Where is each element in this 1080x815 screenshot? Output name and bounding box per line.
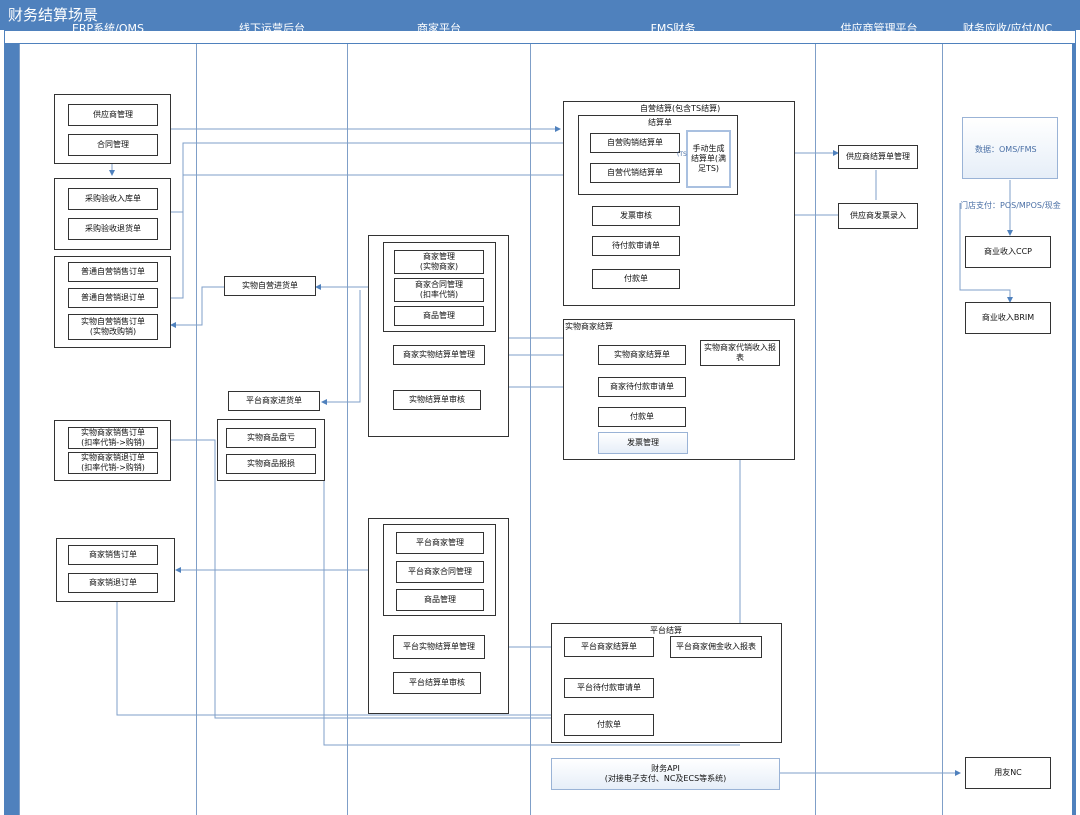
finance-api-node[interactable]: 财务API (对接电子支付、NC及ECS等系统) — [551, 758, 780, 790]
platform-settle-review-node[interactable]: 平台结算单审核 — [393, 672, 481, 694]
platform-in-node[interactable]: 平台商家进货单 — [228, 391, 320, 411]
lane-header-offline: 线下运营后台 — [239, 22, 305, 35]
lane-header-merchant: 商家平台 — [417, 22, 461, 35]
purchase-in-node[interactable]: 采购验收入库单 — [68, 188, 158, 210]
page-title: 财务结算场景 — [0, 0, 1080, 30]
normal-return-node[interactable]: 普通自营销退订单 — [68, 288, 158, 308]
product-mgmt-node[interactable]: 商品管理 — [394, 306, 484, 326]
fms-settle-group-title: 结算单 — [648, 118, 672, 127]
fms-self-group-title: 自营结算(包含TS结算) — [640, 104, 721, 113]
supplier-invoice-entry-node[interactable]: 供应商发票录入 — [838, 203, 918, 229]
inventory-diff-node[interactable]: 实物商品盘亏 — [226, 428, 316, 448]
lane-header-fms: FMS财务 — [650, 22, 696, 35]
store-pay-label: 门店支付：POS/MPOS/现金 — [960, 201, 1061, 210]
supplier-mgmt-node[interactable]: 供应商管理 — [68, 104, 158, 126]
ts-label: (TS — [677, 151, 687, 158]
self-in-node[interactable]: 实物自营进货单 — [224, 276, 316, 296]
physical-invoice-node[interactable]: 发票管理 — [598, 432, 688, 454]
platform-product-mgmt-node[interactable]: 商品管理 — [396, 589, 484, 611]
data-source-label: 数据：OMS/FMS — [975, 145, 1037, 154]
platform-settle-node[interactable]: 平台商家结算单 — [564, 637, 654, 657]
physical-sales-node[interactable]: 实物自营销售订单 (实物改购销) — [68, 314, 158, 340]
platform-contract-mgmt-node[interactable]: 平台商家合同管理 — [396, 561, 484, 583]
manual-settle-node[interactable]: 手动生成 结算单(满 足TS) — [686, 130, 731, 188]
platform-settle-mgmt-node[interactable]: 平台实物结算单管理 — [393, 635, 485, 659]
merchant-mgmt-node[interactable]: 商家管理 (实物商家) — [394, 250, 484, 274]
platform-pay-request-node[interactable]: 平台待付款审请单 — [564, 678, 654, 698]
ccp-node[interactable]: 商业收入CCP — [965, 236, 1051, 268]
invoice-review-node[interactable]: 发票审核 — [592, 206, 680, 226]
lane-supplier: 供应商管理平台 — [815, 22, 942, 815]
physical-pay-node[interactable]: 付款单 — [598, 407, 686, 427]
merchant-sales-node[interactable]: 实物商家销售订单 (扣率代销->购销) — [68, 427, 158, 449]
merchant-settle-review-node[interactable]: 实物结算单审核 — [393, 390, 481, 410]
subtitle-bar — [4, 30, 1076, 44]
physical-report-node[interactable]: 实物商家代销收入报 表 — [700, 340, 780, 366]
self-consign-settle-node[interactable]: 自营代销结算单 — [590, 163, 680, 183]
nc-node[interactable]: 用友NC — [965, 757, 1051, 789]
pay-request-node[interactable]: 待付款审请单 — [592, 236, 680, 256]
merchant-return-node[interactable]: 实物商家销退订单 (扣率代销->购销) — [68, 452, 158, 474]
platform-merchant-mgmt-node[interactable]: 平台商家管理 — [396, 532, 484, 554]
merchant-contract-node[interactable]: 商家合同管理 (扣率代销) — [394, 278, 484, 302]
loss-node[interactable]: 实物商品报损 — [226, 454, 316, 474]
mall-sales-node[interactable]: 商家销售订单 — [68, 545, 158, 565]
data-source-node — [962, 117, 1058, 179]
fms-platform-group-title: 平台结算 — [650, 626, 682, 635]
merchant-settle-mgmt-node[interactable]: 商家实物结算单管理 — [393, 345, 485, 365]
platform-pay-node[interactable]: 付款单 — [564, 714, 654, 736]
lane-header-erp: ERP系统/OMS — [71, 22, 145, 35]
pay-node[interactable]: 付款单 — [592, 269, 680, 289]
brim-node[interactable]: 商业收入BRIM — [965, 302, 1051, 334]
normal-sales-node[interactable]: 普通自营销售订单 — [68, 262, 158, 282]
lane-header-ar: 财务应收/应付/NC — [962, 22, 1053, 35]
supplier-settle-mgmt-node[interactable]: 供应商结算单管理 — [838, 145, 918, 169]
platform-report-node[interactable]: 平台商家佣金收入报表 — [670, 636, 762, 658]
mall-return-node[interactable]: 商家销退订单 — [68, 573, 158, 593]
fms-physical-group-title: 实物商家结算 — [565, 322, 613, 331]
physical-settle-node[interactable]: 实物商家结算单 — [598, 345, 686, 365]
self-purchase-settle-node[interactable]: 自营购销结算单 — [590, 133, 680, 153]
contract-mgmt-node[interactable]: 合同管理 — [68, 134, 158, 156]
purchase-return-node[interactable]: 采购验收退货单 — [68, 218, 158, 240]
physical-pay-request-node[interactable]: 商家待付款审请单 — [598, 377, 686, 397]
lane-header-supplier: 供应商管理平台 — [840, 22, 918, 35]
